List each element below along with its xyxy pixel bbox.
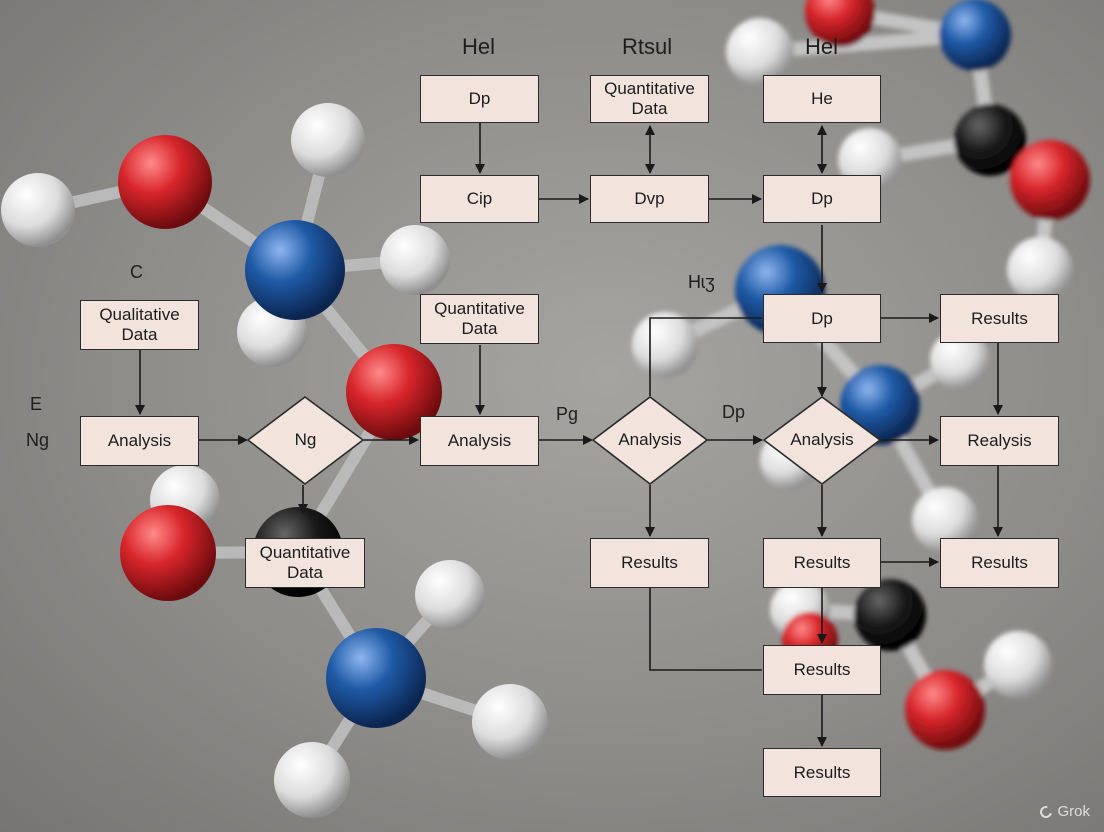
box-results-c: Results (940, 538, 1059, 588)
box-dp-right: Dp (763, 294, 881, 343)
box-results-r1: Results (940, 294, 1059, 343)
label-e: E (30, 394, 43, 414)
box-he-top: He (763, 75, 881, 123)
label-pg: Pg (556, 404, 579, 424)
label-ng: Ng (26, 430, 50, 450)
box-dp-mid: Dp (763, 175, 881, 223)
box-results-e: Results (763, 748, 881, 797)
watermark-text: Grok (1057, 803, 1090, 820)
box-quantitative-data-top: Quantitative Data (590, 75, 709, 123)
box-dp-top: Dp (420, 75, 539, 123)
label-hel-right: Hel (805, 34, 839, 59)
box-results-b: Results (763, 538, 881, 588)
box-results-a: Results (590, 538, 709, 588)
label-h: Hɩʒ (688, 272, 715, 292)
box-quantitative-data-low: Quantitative Data (245, 538, 365, 588)
decision-diamond-analysis-1 (591, 395, 709, 486)
box-dvp: Dvp (590, 175, 709, 223)
connectors (135, 123, 1003, 747)
box-realysis: Realysis (940, 416, 1059, 466)
decision-diamond-ng (246, 396, 365, 486)
label-hel-left: Hel (462, 34, 496, 59)
label-rtsul: Rtsul (622, 34, 673, 59)
box-analysis-mid: Analysis (420, 416, 539, 466)
box-qualitative-data: Qualitative Data (80, 300, 199, 350)
box-results-d: Results (763, 645, 881, 695)
grok-logo-icon (1038, 803, 1055, 820)
grok-watermark: Grok (1038, 803, 1090, 820)
box-analysis-left: Analysis (80, 416, 199, 466)
diamond-label-ng: Ng (294, 430, 317, 449)
box-cip: Cip (420, 175, 539, 223)
molecule-model-left (1, 103, 548, 818)
diamond-label-analysis-1: Analysis (618, 430, 682, 449)
decision-shapes (246, 395, 882, 486)
diamond-label-analysis-2: Analysis (790, 430, 854, 449)
label-c: C (130, 262, 143, 282)
box-quantitative-data-mid: Quantitative Data (420, 294, 539, 344)
label-dp: Dp (722, 402, 746, 422)
decision-diamond-analysis-2 (762, 396, 882, 486)
